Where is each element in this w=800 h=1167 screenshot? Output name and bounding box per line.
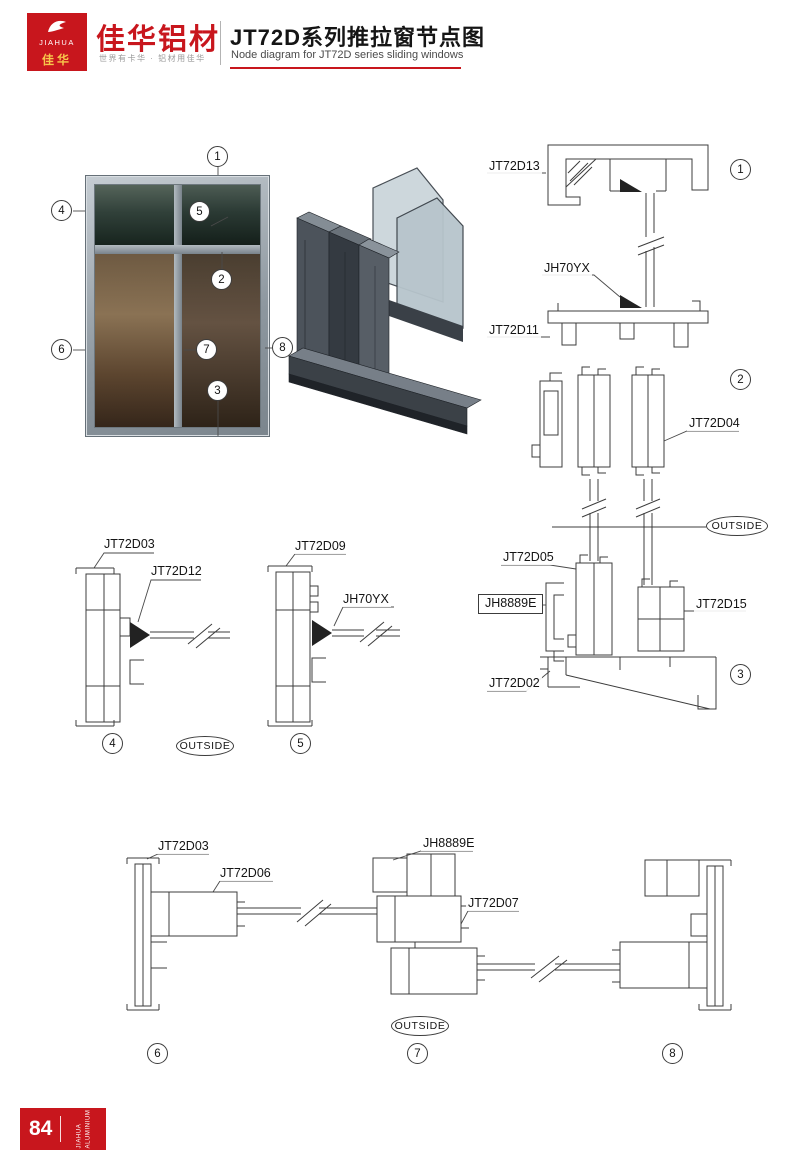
glazing-wedge-gaskets <box>620 179 642 308</box>
render-sill <box>288 347 482 435</box>
section-callout-3: 3 <box>730 664 751 685</box>
logo-brand-cn: 佳华 <box>41 53 72 67</box>
label-jt72d03-mid: JT72D03 <box>102 537 157 552</box>
brand-tagline: 世界有卡华 · 铝材用佳华 <box>99 54 206 63</box>
callout-6: 6 <box>51 339 72 360</box>
mid-section-leaders <box>93 552 394 627</box>
company-logo: JIAHUA 佳华 <box>27 13 87 71</box>
page-number: 84 <box>29 1117 53 1140</box>
vertical-section-drawing <box>487 144 746 710</box>
label-jt72d06: JT72D06 <box>218 866 273 881</box>
label-jh70yx-vertical: JH70YX <box>542 261 592 276</box>
jiahua-emblem-icon <box>48 20 66 32</box>
page-title: JT72D系列推拉窗节点图 <box>230 25 486 50</box>
callout-leader-lines <box>73 167 272 436</box>
footer-divider <box>60 1116 62 1142</box>
logo-brand-en: JIAHUA <box>39 38 75 47</box>
section-callout-5: 5 <box>290 733 311 754</box>
bottom-section-profiles <box>126 853 732 1011</box>
callout-7: 7 <box>196 339 217 360</box>
section-callout-7: 7 <box>407 1043 428 1064</box>
window-callout-lines <box>73 167 272 436</box>
section-callout-8: 8 <box>662 1043 683 1064</box>
callout-1: 1 <box>207 146 228 167</box>
footer-brand-bottom: ALUMINIUM <box>85 1109 92 1149</box>
window-pane-bottom-left <box>95 254 174 427</box>
render-profiles <box>296 211 400 391</box>
callout-2: 2 <box>211 269 232 290</box>
bottom-horizontal-section-drawing <box>126 850 732 1011</box>
label-jt72d12: JT72D12 <box>149 564 204 579</box>
section-callout-4: 4 <box>102 733 123 754</box>
window-interlock-stile <box>173 254 182 427</box>
mid-section-wedges <box>130 620 332 648</box>
label-jt72d07: JT72D07 <box>466 896 521 911</box>
header-divider <box>220 21 221 65</box>
render-glass <box>372 167 464 342</box>
label-jt72d03-bottom: JT72D03 <box>156 839 211 854</box>
label-jt72d04: JT72D04 <box>687 416 742 431</box>
section-callout-2: 2 <box>730 369 751 390</box>
mid-horizontal-section-drawing <box>75 552 400 727</box>
label-jh70yx-mid: JH70YX <box>341 592 391 607</box>
callout-3: 3 <box>207 380 228 401</box>
mid-section-profiles <box>75 565 400 727</box>
page-footer: 84 JIAHUA ALUMINIUM <box>20 1108 106 1150</box>
label-jt72d05: JT72D05 <box>501 550 556 565</box>
label-jt72d13: JT72D13 <box>487 159 542 174</box>
vertical-section-profiles <box>531 144 717 710</box>
window-mullion <box>173 185 182 245</box>
outside-label-mid: OUTSIDE <box>176 736 234 756</box>
window-transom <box>95 245 260 254</box>
window-top-fixed <box>95 185 260 245</box>
page-subtitle: Node diagram for JT72D series sliding wi… <box>231 49 464 61</box>
label-jt72d09: JT72D09 <box>293 539 348 554</box>
bottom-section-leaders <box>146 850 519 925</box>
callout-8: 8 <box>272 337 293 358</box>
callout-4: 4 <box>51 200 72 221</box>
label-jh8889e-vertical: JH8889E <box>478 594 544 614</box>
section-callout-1: 1 <box>730 159 751 180</box>
brand-title: 佳华铝材 <box>96 24 221 56</box>
window-pane-top-left <box>95 185 174 245</box>
title-underline <box>230 67 461 69</box>
section-callout-6: 6 <box>147 1043 168 1064</box>
label-jt72d15: JT72D15 <box>694 597 749 612</box>
profile-3d-render <box>288 167 482 435</box>
outside-label-right: OUTSIDE <box>706 516 768 536</box>
label-jt72d02: JT72D02 <box>487 676 542 691</box>
footer-brand: JIAHUA ALUMINIUM <box>76 1109 94 1148</box>
label-jh8889e-bottom: JH8889E <box>421 836 477 851</box>
label-jt72d11: JT72D11 <box>487 323 541 338</box>
callout-5: 5 <box>189 201 210 222</box>
outside-label-bottom: OUTSIDE <box>391 1016 449 1036</box>
